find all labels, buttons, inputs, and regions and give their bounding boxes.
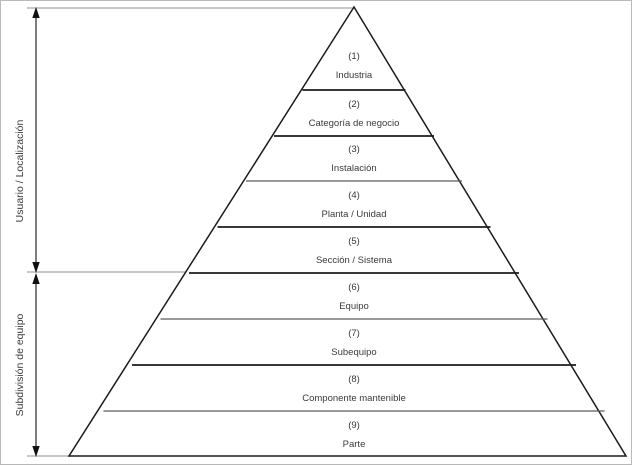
axis-upper-label: Usuario / Localización: [14, 119, 26, 222]
axis-lower-arrow-top: [32, 273, 40, 284]
level-1: (1) Industria: [336, 51, 373, 81]
level-9-number: (9): [348, 420, 360, 431]
level-1-name: Industria: [336, 70, 373, 81]
level-6-name: Equipo: [339, 301, 369, 312]
level-5-name: Sección / Sistema: [316, 255, 393, 266]
level-2: (2) Categoría de negocio: [309, 99, 400, 129]
level-9-name: Parte: [343, 439, 366, 450]
level-2-name: Categoría de negocio: [309, 118, 400, 129]
level-5-number: (5): [348, 236, 360, 247]
level-6-number: (6): [348, 282, 360, 293]
level-1-number: (1): [348, 51, 360, 62]
level-3-number: (3): [348, 144, 360, 155]
axis-lower-label: Subdivisión de equipo: [14, 313, 26, 416]
axis-lower: Subdivisión de equipo: [14, 273, 40, 457]
level-3-name: Instalación: [331, 163, 376, 174]
level-7-name: Subequipo: [331, 347, 376, 358]
level-4: (4) Planta / Unidad: [322, 190, 387, 220]
level-8-number: (8): [348, 374, 360, 385]
level-4-name: Planta / Unidad: [322, 209, 387, 220]
level-2-number: (2): [348, 99, 360, 110]
level-6: (6) Equipo: [339, 282, 369, 312]
axis-upper-arrow-top: [32, 7, 40, 18]
level-4-number: (4): [348, 190, 360, 201]
axis-upper-arrow-bottom: [32, 262, 40, 273]
level-5: (5) Sección / Sistema: [316, 236, 393, 266]
level-8: (8) Componente mantenible: [302, 374, 406, 404]
axis-lower-arrow-bottom: [32, 446, 40, 457]
level-3: (3) Instalación: [331, 144, 376, 174]
level-7: (7) Subequipo: [331, 328, 376, 358]
axis-upper: Usuario / Localización: [14, 7, 40, 273]
level-8-name: Componente mantenible: [302, 393, 406, 404]
level-7-number: (7): [348, 328, 360, 339]
level-9: (9) Parte: [343, 420, 366, 450]
pyramid-outline: [67, 5, 628, 457]
